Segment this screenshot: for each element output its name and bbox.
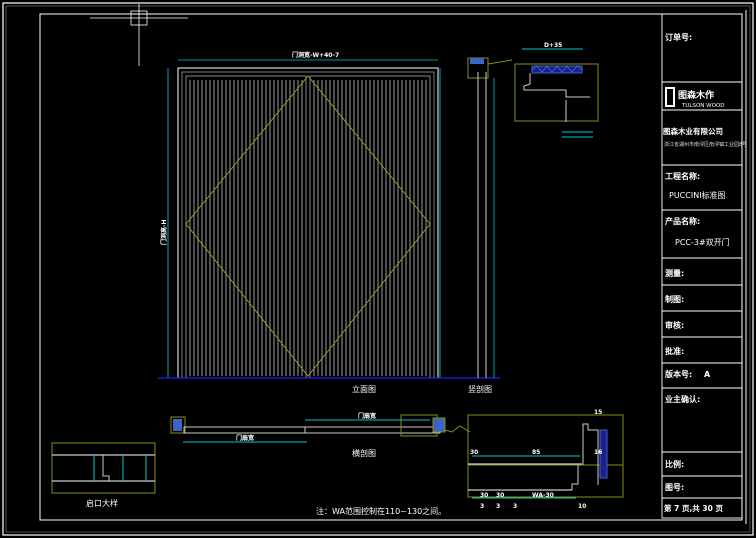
svg-text:3: 3 xyxy=(480,503,484,510)
survey-label: 测量: xyxy=(665,268,684,278)
svg-text:85: 85 xyxy=(532,449,540,456)
svg-text:门扇宽: 门扇宽 xyxy=(358,412,376,420)
svg-text:30: 30 xyxy=(480,492,488,499)
svg-text:10: 10 xyxy=(578,503,586,510)
outer-border-inner xyxy=(5,5,751,533)
company-address: 浙江省湖州市南浔区南浔镇工业园8号 xyxy=(664,141,747,148)
vertical-section: D+35 xyxy=(467,42,599,378)
company-name: 图森木业有限公司 xyxy=(663,126,723,136)
svg-text:TULSON WOOD: TULSON WOOD xyxy=(681,103,724,109)
owner-confirm-label: 业主确认: xyxy=(665,394,700,404)
project-label: 工程名称: xyxy=(665,171,700,181)
svg-text:30: 30 xyxy=(470,449,478,456)
horizontal-section-label: 横剖图 xyxy=(352,448,376,458)
drawing-frame xyxy=(39,13,743,521)
ucs-crosshair-icon xyxy=(90,4,188,66)
svg-text:16: 16 xyxy=(594,449,602,456)
svg-text:门扇宽: 门扇宽 xyxy=(236,434,254,442)
opening-detail-label: 启口大样 xyxy=(86,498,118,508)
svg-text:15: 15 xyxy=(594,409,602,416)
version-value: A xyxy=(704,370,711,379)
product-value: PCC-3#双开门 xyxy=(675,237,730,247)
svg-text:D+35: D+35 xyxy=(544,42,562,49)
vertical-section-label: 竖剖图 xyxy=(468,384,492,394)
door-height-dim: 门洞高-H xyxy=(160,219,168,245)
review-label: 审核: xyxy=(665,320,684,330)
drawing-no-label: 图号: xyxy=(665,483,684,492)
opening-detail xyxy=(51,442,156,494)
project-value: PUCCINI标准图 xyxy=(669,190,726,200)
svg-text:WA-30: WA-30 xyxy=(532,492,554,499)
door-width-dim: 门洞宽-W+40-7 xyxy=(292,51,339,59)
door-elevation: 门洞宽-W+40-7 门洞高-H xyxy=(158,51,500,379)
note-text: 注：WA范围控制在110~130之间。 xyxy=(316,506,446,516)
section-detail: 30 30 WA-30 10 3 3 3 15 16 85 30 xyxy=(467,409,624,510)
svg-text:3: 3 xyxy=(496,503,500,510)
horizontal-section: 门扇宽 门扇宽 xyxy=(170,412,471,443)
svg-text:30: 30 xyxy=(496,492,504,499)
opening-direction-diamond xyxy=(185,75,431,377)
version-label: 版本号: xyxy=(664,369,692,379)
scale-label: 比例: xyxy=(665,459,684,469)
svg-text:图森木作: 图森木作 xyxy=(678,89,714,101)
draw-label: 制图: xyxy=(665,294,684,304)
company-logo: 图森木作 TULSON WOOD xyxy=(665,87,724,109)
title-block xyxy=(661,13,743,519)
approve-label: 批准: xyxy=(665,346,684,356)
page-number: 第 7 页,共 30 页 xyxy=(664,503,723,513)
product-label: 产品名称: xyxy=(665,216,700,226)
svg-text:3: 3 xyxy=(513,503,517,510)
elevation-view-label: 立面图 xyxy=(352,384,376,394)
order-no-label: 订单号: xyxy=(665,32,692,42)
